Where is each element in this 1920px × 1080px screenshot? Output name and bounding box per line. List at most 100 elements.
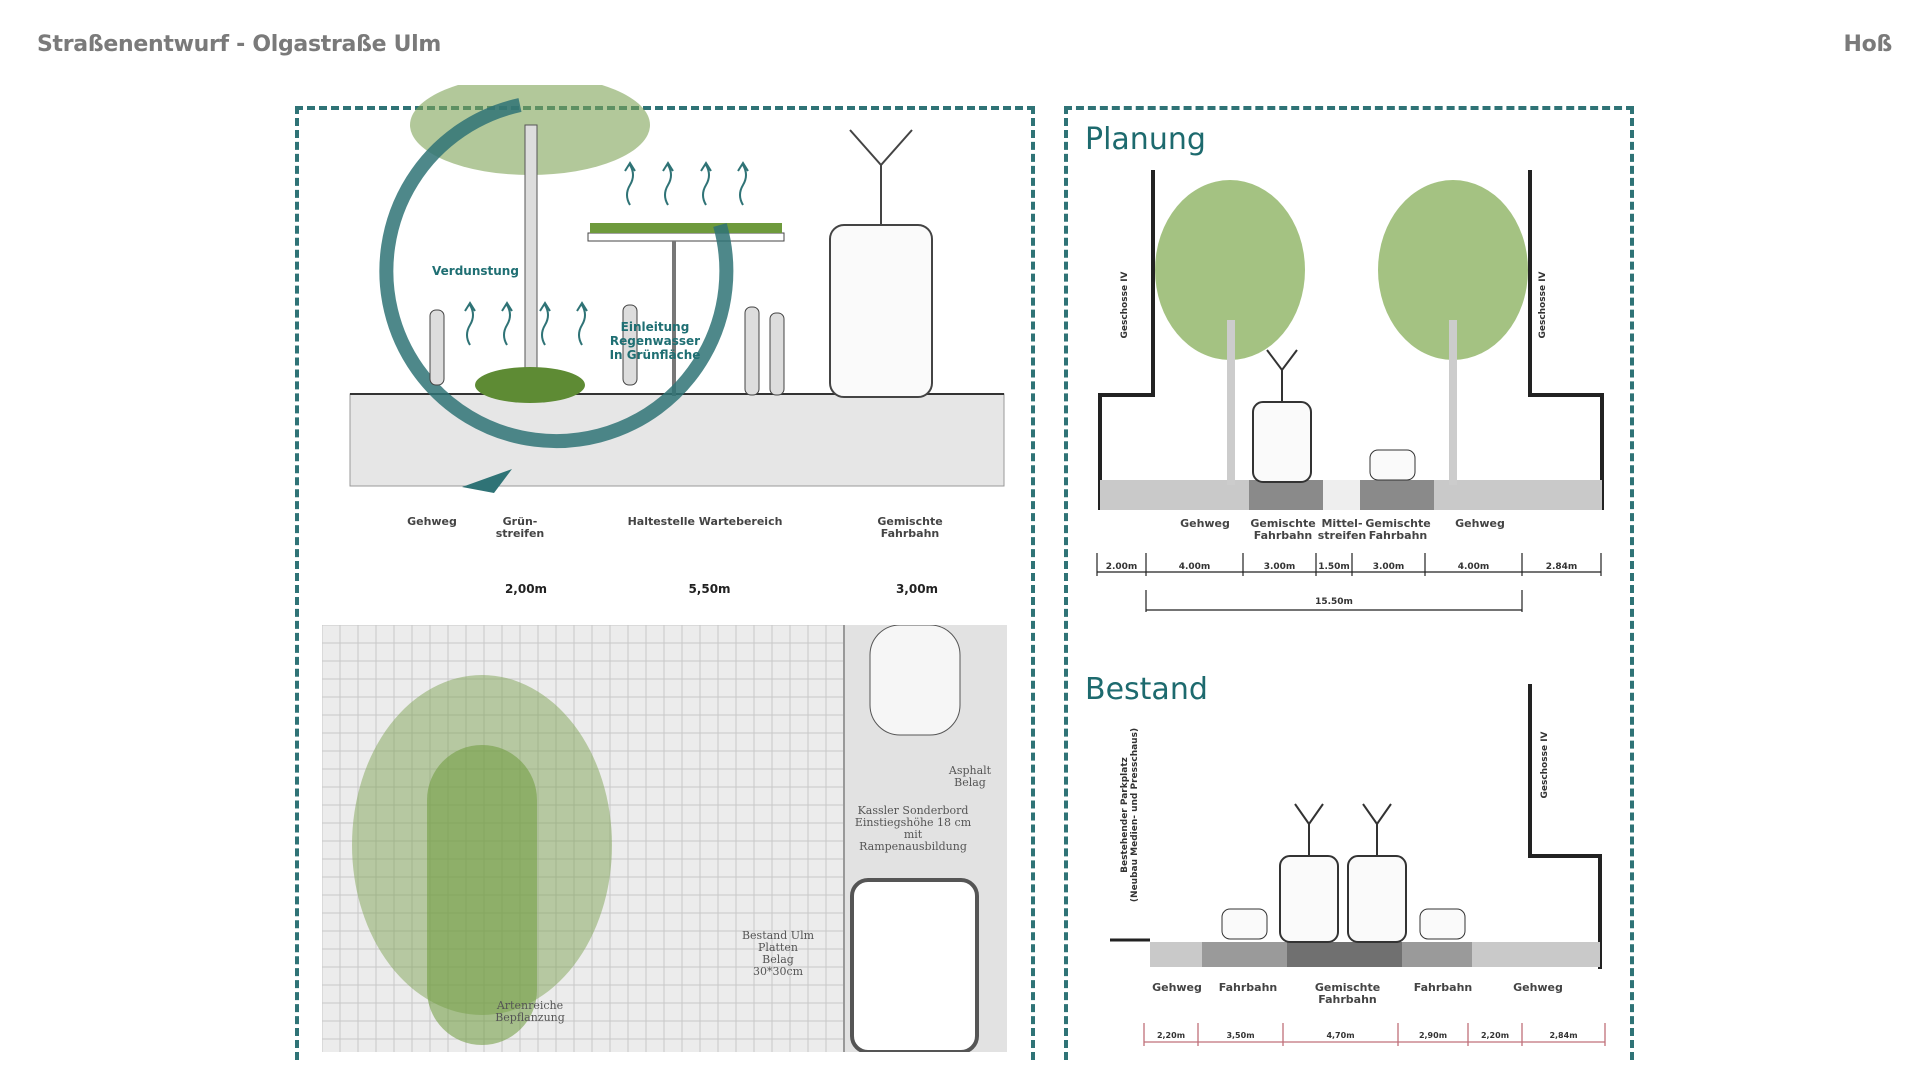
planung-dim: 4.00m <box>1178 562 1211 572</box>
rain-label-line1: Einleitung Regenwasser <box>609 320 701 348</box>
bestand-building-label: Geschosse IV <box>1540 731 1550 799</box>
zone-line: Fahrbahn <box>880 527 940 540</box>
zone-label-gehweg: Gehweg <box>400 516 464 528</box>
parking-label: Bestehender Parkplatz(Neubau Medien- und… <box>1120 725 1140 905</box>
evaporation-label: Verdunstung <box>432 264 519 278</box>
planung-building-left-label: Geschosse IV <box>1120 271 1130 339</box>
bestand-dim: 2,84m <box>1549 1031 1578 1040</box>
planung-dim: 3.00m <box>1263 562 1296 572</box>
bestand-zone: Fahrbahn <box>1215 982 1281 994</box>
bestand-dim: 2,90m <box>1418 1031 1448 1040</box>
zone-line: streifen <box>495 527 545 540</box>
zone-label-gruenstreifen: Grün-streifen <box>488 516 552 540</box>
shrub <box>475 367 585 403</box>
planung-zone: Gehweg <box>1450 518 1510 530</box>
tree-left <box>1155 180 1305 360</box>
car <box>1369 449 1416 481</box>
zone-line: Gehweg <box>1180 517 1230 530</box>
green-roof <box>590 223 782 233</box>
right-panel <box>1064 106 1634 1060</box>
note-line: Asphalt <box>948 764 992 777</box>
zone-line: Gehweg <box>407 515 457 528</box>
bestand-zone: Fahrbahn <box>1410 982 1476 994</box>
bestand-title: Bestand <box>1085 672 1208 707</box>
zone-line: Gehweg <box>1152 981 1202 994</box>
zone-line: Gemischte <box>1314 981 1381 994</box>
bestand-section <box>1110 684 1602 969</box>
bestand-dim: 4,70m <box>1326 1031 1355 1040</box>
tram-1 <box>1279 855 1339 943</box>
zone-label-haltestelle: Haltestelle Wartebereich <box>610 516 800 528</box>
zone-line: Fahrbahn <box>1218 981 1278 994</box>
building <box>1528 684 1602 969</box>
tram-top-view <box>850 878 979 1052</box>
planung-total-dim: 15.50m <box>1315 597 1353 607</box>
zone-line: Gehweg <box>1455 517 1505 530</box>
bestand-dim: 2,20m <box>1480 1031 1510 1040</box>
buildings <box>1098 170 1604 510</box>
note-line: Belag <box>762 953 794 966</box>
zone-line: Fahrbahn <box>1253 529 1313 542</box>
planung-dim: 2.00m <box>1105 562 1138 572</box>
rain-label-line2: In Grünfläche <box>609 348 701 362</box>
bestand-dim: 3,50m <box>1226 1031 1255 1040</box>
water-cycle-arrow <box>379 98 734 449</box>
zone-line: Grün- <box>502 515 538 528</box>
zone-line: Fahrbahn <box>1413 981 1473 994</box>
tram-2 <box>1347 855 1407 943</box>
note-line: Kassler Sonderbord <box>857 804 969 817</box>
bestand-dimension-lines <box>1143 1023 1606 1046</box>
planung-dim: 4.00m <box>1457 562 1490 572</box>
planung-building-right-label: Geschosse IV <box>1538 271 1548 339</box>
plan-view <box>322 625 1007 1052</box>
parking-line1: Bestehender Parkplatz <box>1120 757 1130 873</box>
shelter-roof <box>587 232 785 242</box>
bestand-zone: Gehweg <box>1508 982 1568 994</box>
car-top-view <box>869 625 961 736</box>
tree-right <box>1378 180 1528 360</box>
zone-line: Gemischte <box>1365 517 1431 530</box>
planung-dim: 1.50m <box>1318 562 1350 572</box>
note-line: Rampenausbildung <box>859 840 967 853</box>
note-line: Platten <box>758 941 798 954</box>
bestand-zone: Gehweg <box>1147 982 1207 994</box>
dim-haltestelle: 5,50m <box>688 582 731 596</box>
zone-line: Gehweg <box>1513 981 1563 994</box>
zone-line: Haltestelle Wartebereich <box>627 515 783 528</box>
planung-dim: 2.84m <box>1545 562 1578 572</box>
note-line: Bestand Ulm <box>741 929 815 942</box>
zone-line: Gemischte <box>877 515 943 528</box>
dim-gruenstreifen: 2,00m <box>504 582 548 596</box>
zone-line: Mittel- <box>1321 517 1363 530</box>
zone-line: Fahrbahn <box>1368 529 1428 542</box>
car-left <box>1221 908 1268 940</box>
left-panel <box>295 106 1035 1060</box>
note-line: Artenreiche <box>496 999 564 1012</box>
tram <box>1252 401 1312 483</box>
rain-label: Einleitung Regenwasser In Grünfläche <box>580 320 730 362</box>
planung-section <box>1098 170 1604 510</box>
note-line: Einstiegshöhe 18 cm <box>854 816 972 829</box>
section-drawing <box>349 85 1005 493</box>
tram <box>829 224 933 398</box>
planung-zone: Gehweg <box>1175 518 1235 530</box>
page-title: Straßenentwurf - Olgastraße Ulm <box>37 32 441 57</box>
bestand-dim: 2,20m <box>1156 1031 1186 1040</box>
planung-title: Planung <box>1085 122 1206 157</box>
planung-zone: Mittel-streifen <box>1316 518 1368 542</box>
car-right <box>1419 908 1466 940</box>
note-line: Belag <box>954 776 986 789</box>
zone-line: Fahrbahn <box>1318 993 1377 1006</box>
pantograph <box>849 129 913 225</box>
zone-line: streifen <box>1317 529 1367 542</box>
tree-trunk <box>524 124 538 406</box>
note-line: mit <box>903 828 923 841</box>
